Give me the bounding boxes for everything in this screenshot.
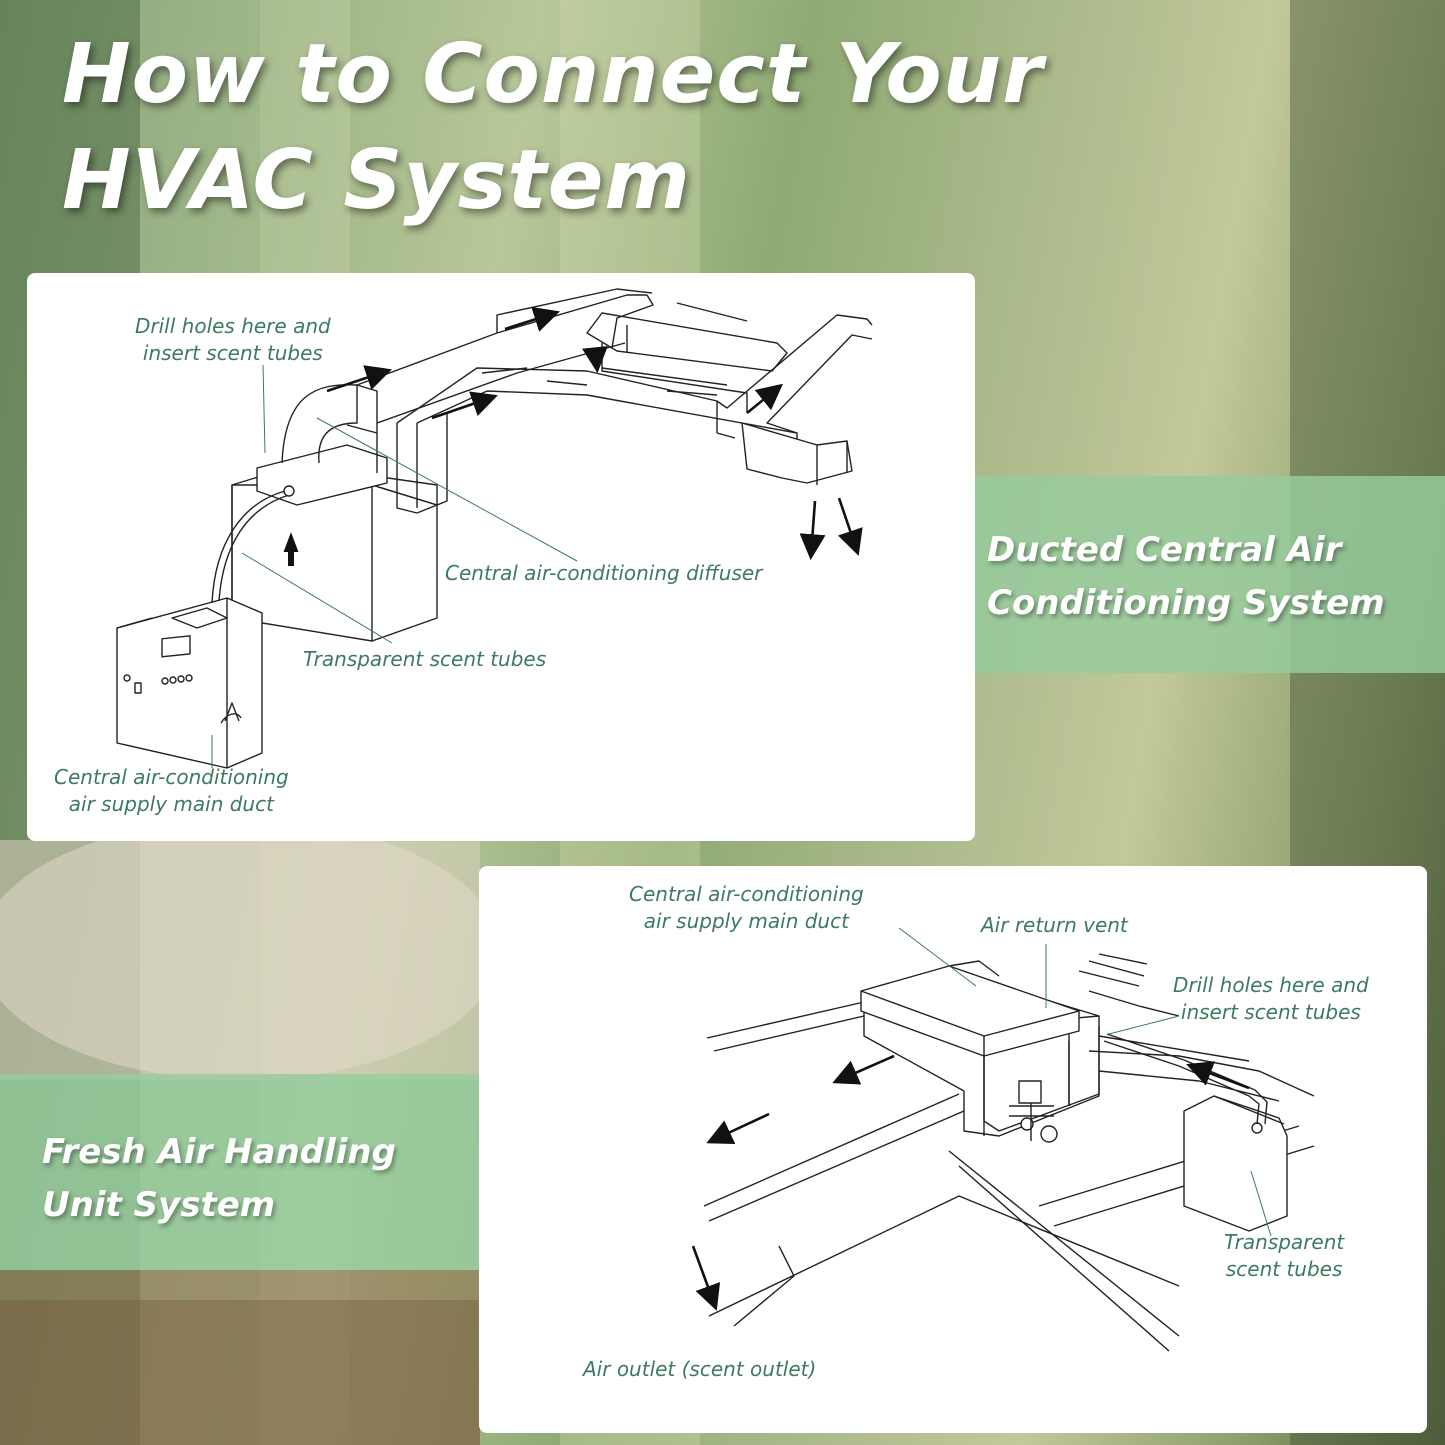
label-transparent-tubes: Transparent scent tubes [303, 647, 547, 671]
title-line-2: HVAC System [62, 133, 691, 228]
title-line-1: How to Connect Your [62, 27, 1044, 122]
fresh-air-heading-band: Fresh Air Handling Unit System [0, 1074, 479, 1270]
fresh-air-illustration [691, 927, 1315, 1352]
label-main-duct-2: Central air-conditioning air supply main… [629, 882, 864, 933]
ducted-system-diagram-panel: Drill holes here and insert scent tubes … [27, 273, 975, 841]
page-title: How to Connect Your HVAC System [62, 22, 1044, 234]
label-drill-holes-2: Drill holes here and insert scent tubes [1173, 973, 1369, 1024]
ducted-system-heading-band: Ducted Central Air Conditioning System [975, 476, 1445, 673]
fresh-air-heading: Fresh Air Handling Unit System [42, 1132, 396, 1225]
label-main-duct: Central air-conditioning air supply main… [54, 765, 289, 816]
label-return-vent: Air return vent [981, 913, 1128, 937]
label-air-outlet: Air outlet (scent outlet) [583, 1357, 817, 1381]
ducted-system-heading: Ducted Central Air Conditioning System [987, 530, 1385, 623]
fresh-air-diagram-panel: Central air-conditioning air supply main… [479, 866, 1427, 1433]
ducted-system-illustration [116, 288, 873, 769]
label-drill-holes: Drill holes here and insert scent tubes [135, 314, 331, 365]
label-diffuser: Central air-conditioning diffuser [445, 561, 763, 585]
label-transparent-tubes-2: Transparent scent tubes [1224, 1230, 1345, 1281]
